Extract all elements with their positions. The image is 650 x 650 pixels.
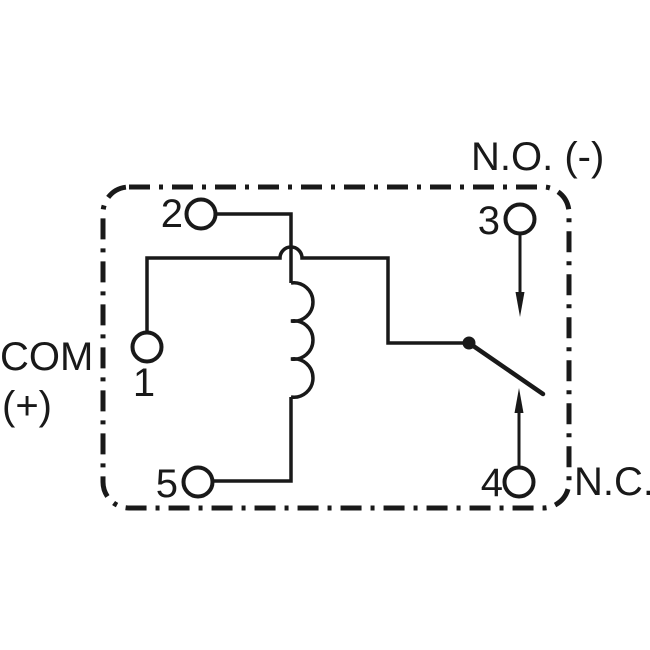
terminal-3-pin	[503, 202, 537, 236]
normally-closed-label: N.C.	[574, 460, 650, 504]
terminal-5-pin	[181, 465, 215, 499]
terminal-5-label: 5	[156, 462, 178, 506]
terminal-3-label: 3	[478, 199, 500, 243]
normally-open-label: N.O. (-)	[471, 135, 604, 179]
no-down-arrow-icon	[515, 292, 525, 317]
com-polarity-label: (+)	[2, 384, 52, 428]
terminal-4-label: 4	[481, 461, 503, 505]
switch-arm	[466, 340, 546, 397]
wire-coil-to-terminal5	[212, 397, 293, 483]
relay-boundary-outline	[100, 184, 572, 511]
terminal-4-pin	[502, 465, 536, 499]
terminal-2-label: 2	[161, 192, 183, 236]
nc-up-arrow-icon	[514, 388, 524, 413]
terminal-2-pin	[184, 197, 218, 231]
wire-com-to-pivot	[145, 245, 464, 345]
terminal-1-label: 1	[133, 361, 155, 405]
coil-symbol	[290, 281, 315, 399]
com-label: COM	[0, 335, 93, 379]
wire-terminal2-to-coil	[215, 212, 293, 283]
terminal-1-pin	[130, 330, 164, 364]
